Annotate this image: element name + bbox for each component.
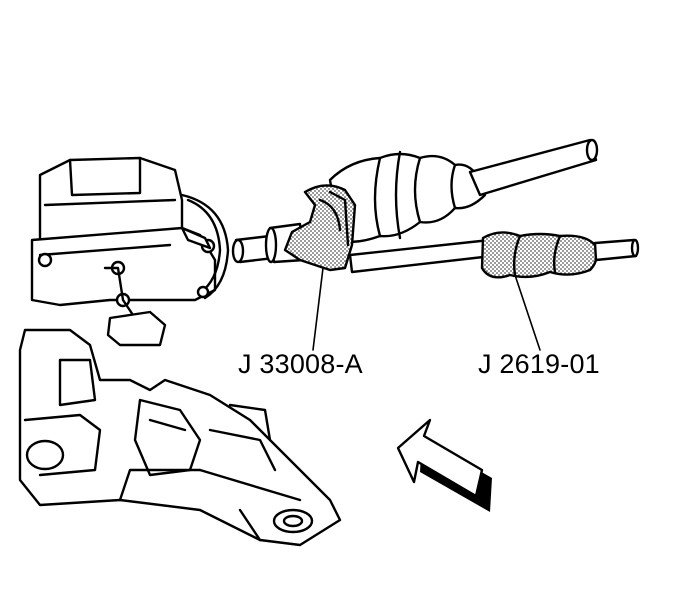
puller-tool [283, 184, 357, 272]
label-slide-hammer: J 2619-01 [478, 349, 600, 379]
cv-boot [328, 150, 487, 243]
slide-hammer [348, 231, 640, 279]
transaxle-housing [18, 156, 342, 547]
drive-shaft [468, 138, 599, 197]
leader-puller [312, 267, 324, 351]
label-puller-tool: J 33008-A [238, 349, 363, 379]
leader-slide-hammer [514, 274, 541, 351]
arrow-down-left-icon [396, 418, 492, 512]
